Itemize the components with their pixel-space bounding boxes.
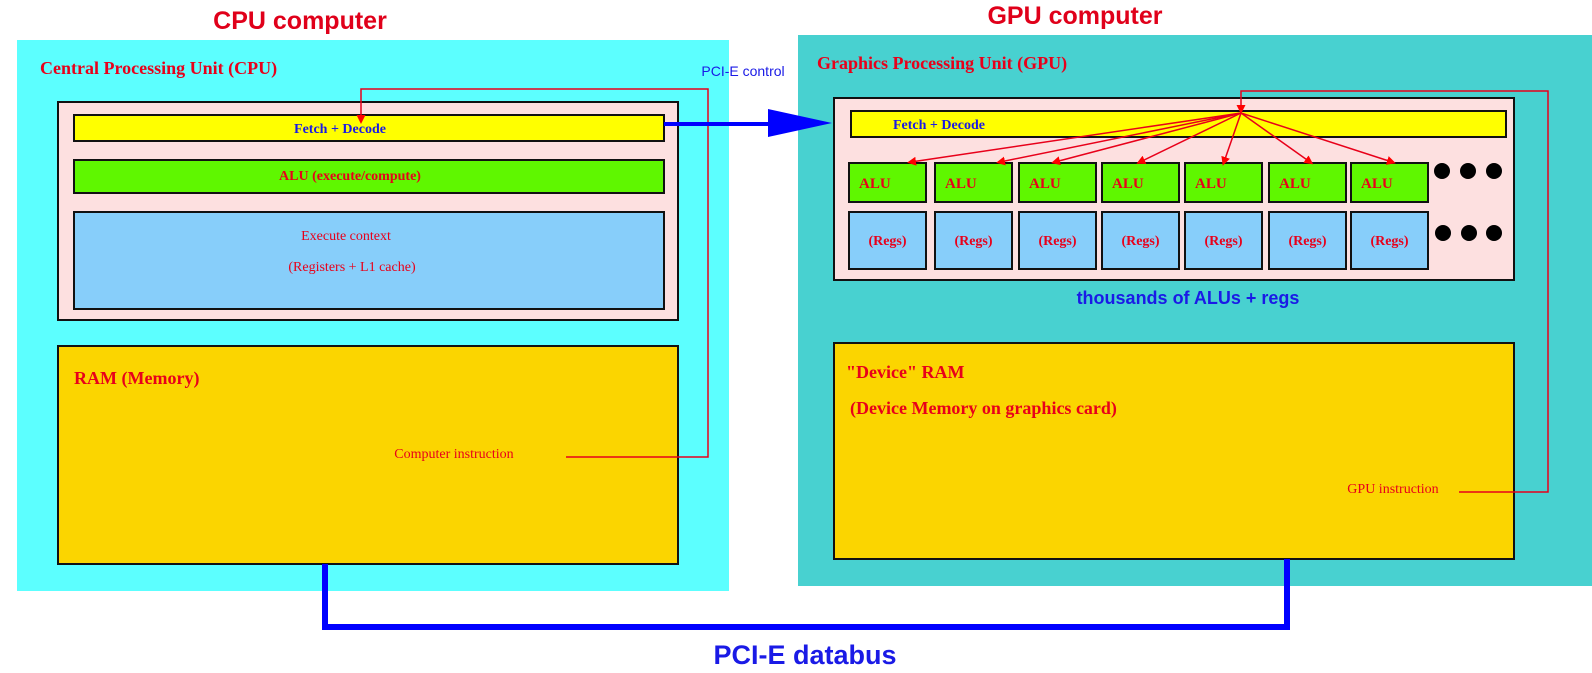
- gpu-dispatch-arrow: [1240, 112, 1314, 165]
- cpu-fetch-decode-block: [73, 114, 665, 142]
- pci-e-control-label: PCI-E control: [701, 63, 784, 79]
- gpu-caption: thousands of ALUs + regs: [1077, 288, 1300, 308]
- gpu-regs-label: (Regs): [954, 234, 992, 249]
- cpu-instruction-label: Computer instruction: [394, 447, 513, 462]
- gpu-alu-label: ALU: [1195, 176, 1227, 192]
- gpu-regs-label: (Regs): [1370, 234, 1408, 249]
- pci-e-databus-line: [322, 559, 1290, 630]
- cpu-alu-label: ALU (execute/compute): [279, 169, 421, 184]
- cpu-execute-context-line1: Execute context: [301, 229, 391, 244]
- gpu-regs-cell: [1184, 211, 1263, 270]
- gpu-dispatch-arrow: [1051, 112, 1242, 166]
- gpu-alu-cell: [1018, 162, 1097, 203]
- gpu-alu-label: ALU: [1279, 176, 1311, 192]
- cpu-alu-block: [73, 159, 665, 194]
- gpu-instruction-label: GPU instruction: [1347, 482, 1438, 497]
- gpu-alu-cell: [1350, 162, 1429, 203]
- pci-e-databus-label: PCI-E databus: [713, 640, 896, 670]
- gpu-alu-label: ALU: [1361, 176, 1393, 192]
- gpu-alu-cell: [934, 162, 1013, 203]
- cpu-fetch-decode-label: Fetch + Decode: [294, 122, 386, 137]
- gpu-dispatch-arrow: [1240, 112, 1396, 165]
- cpu-ram-block: [57, 345, 679, 565]
- cpu-instruction-path: [356, 88, 709, 458]
- gpu-alu-cell: [1101, 162, 1180, 203]
- gpu-alu-cell: [848, 162, 927, 203]
- gpu-unit-label: Graphics Processing Unit (GPU): [817, 53, 1067, 74]
- gpu-dispatch-arrows: [907, 112, 1396, 166]
- cpu-unit-label: Central Processing Unit (CPU): [40, 58, 277, 79]
- gpu-fetch-decode-block: [850, 110, 1507, 138]
- gpu-alu-cell: [1184, 162, 1263, 203]
- regs-more-dots: [1435, 225, 1502, 241]
- cpu-execute-context-line2: (Registers + L1 cache): [288, 260, 416, 275]
- gpu-regs-label: (Regs): [868, 234, 906, 249]
- gpu-core-array: ALU ALU ALU ALU ALU ALU ALU (Regs) (Regs) (Regs) (…: [848, 162, 1429, 270]
- gpu-regs-cell: [848, 211, 927, 270]
- cpu-ram-label: RAM (Memory): [74, 368, 199, 389]
- alu-more-dots: [1434, 163, 1502, 179]
- gpu-alu-label: ALU: [945, 176, 977, 192]
- gpu-regs-label: (Regs): [1204, 234, 1242, 249]
- cpu-computer-title: CPU computer: [213, 7, 387, 35]
- gpu-instruction-path: [1236, 90, 1549, 493]
- gpu-regs-label: (Regs): [1121, 234, 1159, 249]
- gpu-device-ram-block: [833, 342, 1515, 560]
- gpu-regs-cell: [1268, 211, 1347, 270]
- gpu-regs-cell: [1350, 211, 1429, 270]
- gpu-regs-label: (Regs): [1288, 234, 1326, 249]
- cpu-execute-context-block: [73, 211, 665, 310]
- gpu-alu-label: ALU: [859, 176, 891, 192]
- gpu-dispatch-arrow: [996, 112, 1242, 166]
- gpu-device-ram-line2: (Device Memory on graphics card): [850, 398, 1117, 419]
- gpu-computer-title: GPU computer: [987, 2, 1162, 30]
- gpu-alu-cell: [1268, 162, 1347, 203]
- gpu-regs-cell: [1101, 211, 1180, 270]
- gpu-dispatch-arrow: [907, 112, 1242, 166]
- gpu-alu-label: ALU: [1029, 176, 1061, 192]
- gpu-regs-cell: [934, 211, 1013, 270]
- gpu-regs-label: (Regs): [1038, 234, 1076, 249]
- pci-e-control-arrowhead: [768, 109, 832, 137]
- gpu-device-ram-line1: "Device" RAM: [846, 362, 964, 382]
- gpu-regs-cell: [1018, 211, 1097, 270]
- gpu-dispatch-arrow: [1221, 112, 1242, 166]
- gpu-dispatch-arrow: [1136, 112, 1242, 164]
- gpu-alu-label: ALU: [1112, 176, 1144, 192]
- gpu-fetch-decode-label: Fetch + Decode: [893, 118, 985, 133]
